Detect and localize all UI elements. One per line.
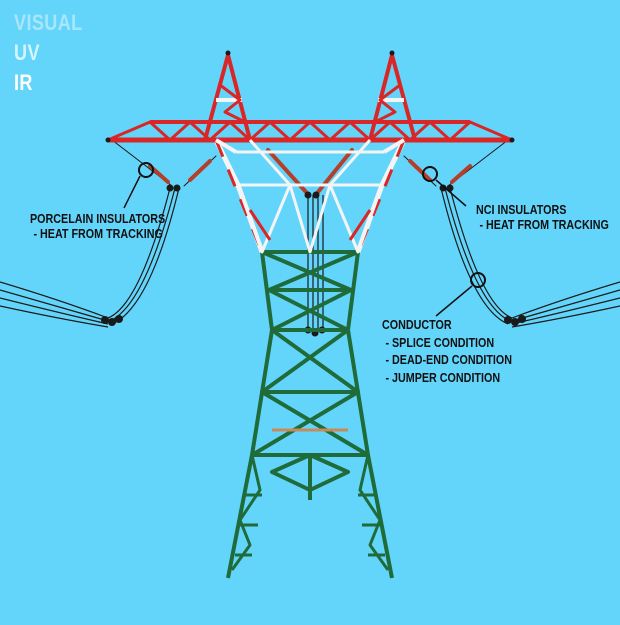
tower-upper-section	[107, 53, 513, 254]
insulator-attachments	[166, 184, 454, 199]
porcelain-leader-line	[123, 175, 141, 209]
conductor-item-splice: - SPLICE CONDITION	[385, 335, 495, 350]
porcelain-insulators-item: - HEAT FROM TRACKING	[33, 227, 163, 241]
mode-label-visual: VISUAL	[14, 10, 83, 35]
nci-insulators-callout: NCI INSULATORS - HEAT FROM TRACKING	[476, 203, 609, 233]
callout-markers	[123, 162, 486, 317]
tower-lower-section	[226, 250, 394, 579]
nci-insulator-marker	[422, 166, 438, 182]
mode-label-ir: IR	[14, 70, 33, 95]
conductor-title: CONDUCTOR	[382, 318, 452, 332]
conductor-leader-line	[435, 285, 473, 317]
porcelain-insulators-title: PORCELAIN INSULATORS	[30, 212, 166, 226]
porcelain-insulators-callout: PORCELAIN INSULATORS - HEAT FROM TRACKIN…	[30, 212, 165, 242]
porcelain-insulator-marker	[138, 162, 154, 178]
conductor-marker	[470, 272, 486, 288]
nci-insulators-title: NCI INSULATORS	[476, 203, 567, 217]
tower-tips	[105, 50, 515, 143]
conductor-callout: CONDUCTOR - SPLICE CONDITION - DEAD-END …	[382, 317, 512, 387]
nci-insulators-item: - HEAT FROM TRACKING	[479, 218, 609, 232]
nci-leader-line	[435, 179, 467, 207]
mode-label-uv: UV	[14, 40, 40, 65]
conductor-item-dead-end: - DEAD-END CONDITION	[385, 353, 513, 367]
conductor-item-jumper: - JUMPER CONDITION	[385, 370, 501, 385]
